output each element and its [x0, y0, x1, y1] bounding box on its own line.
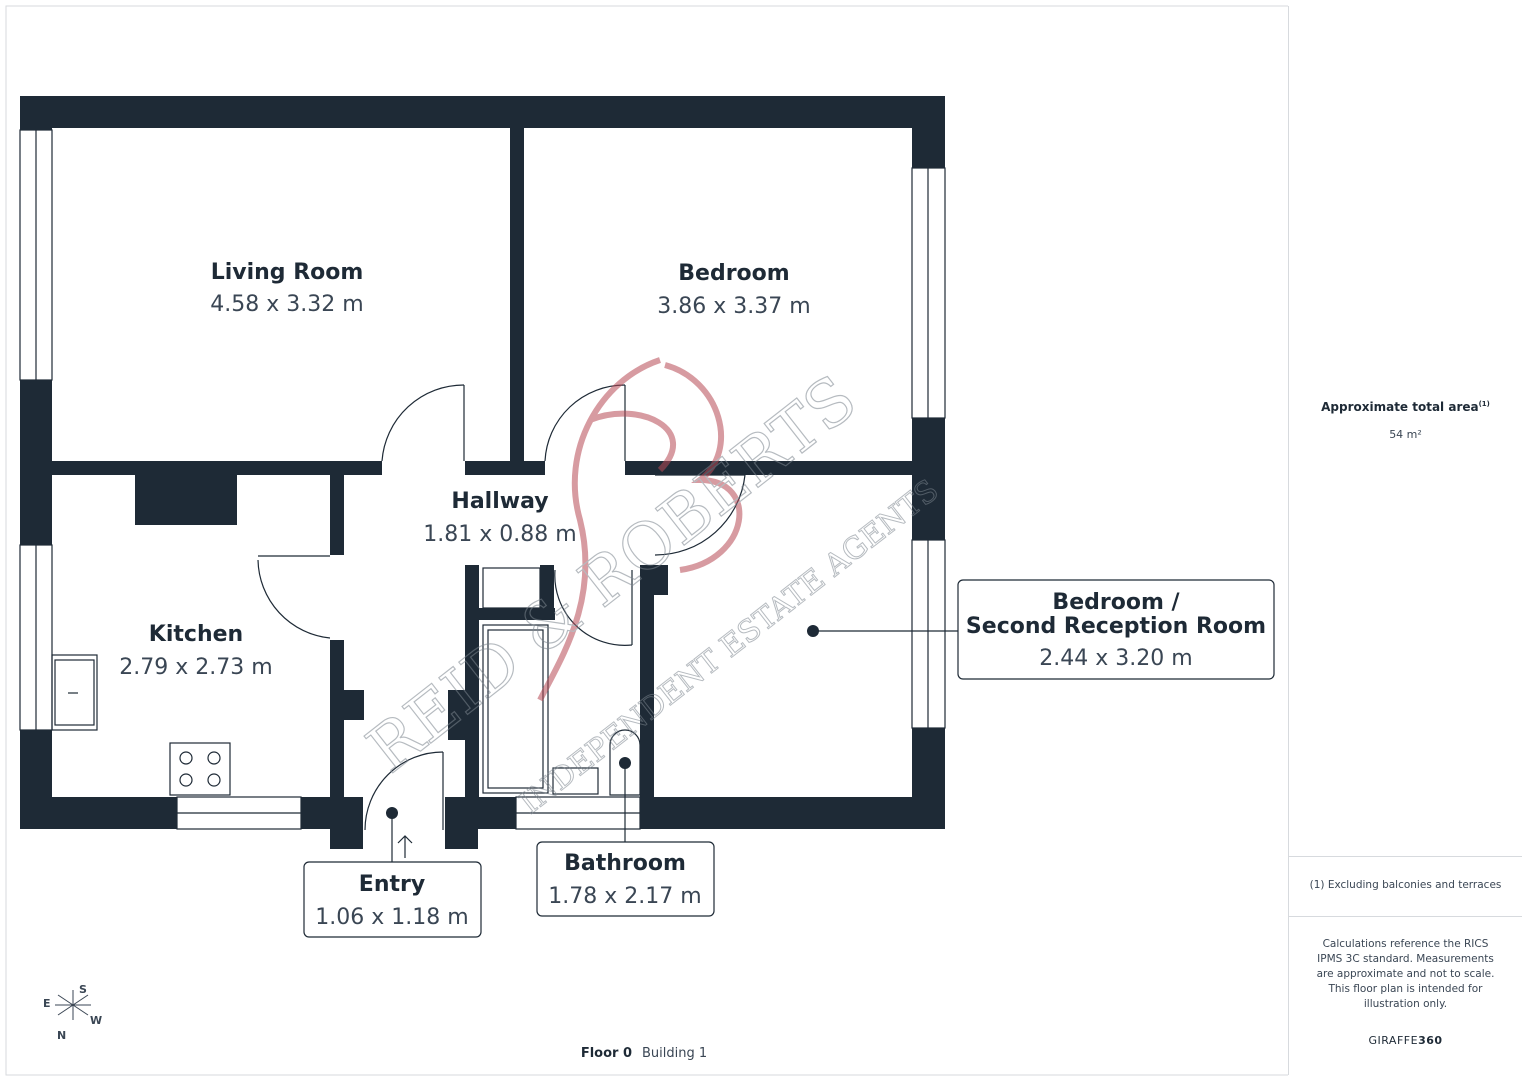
divider: [1289, 916, 1522, 917]
disclaimer: Calculations reference the RICS IPMS 3C …: [1316, 938, 1495, 1010]
area-value: 54 m²: [1389, 428, 1422, 441]
bedroom-dim: 3.86 x 3.37 m: [657, 294, 810, 319]
bedroom2-callout: [807, 579, 1275, 680]
brand-part-b: 360: [1418, 1034, 1443, 1047]
compass-icon: [55, 990, 91, 1020]
kitchen-dim: 2.79 x 2.73 m: [119, 655, 272, 680]
brand-part-a: GIRAFFE: [1368, 1034, 1419, 1047]
bathroom-callout: [536, 757, 715, 917]
hallway-dim: 1.81 x 0.88 m: [423, 522, 576, 547]
entry-dim: 1.06 x 1.18 m: [315, 905, 468, 930]
entry-name: Entry: [359, 872, 425, 897]
divider: [1289, 856, 1522, 857]
kitchen-name: Kitchen: [149, 622, 243, 647]
building-label: Building 1: [642, 1046, 708, 1061]
bedroom2-name-line2: Second Reception Room: [966, 614, 1266, 639]
compass-e: E: [43, 997, 51, 1010]
footer: Floor 0 Building 1: [0, 1046, 1288, 1061]
floor-plan: REID & ROBERTS INDEPENDENT ESTATE AGENTS…: [5, 5, 1288, 1076]
bathroom-name: Bathroom: [564, 851, 686, 876]
watermark-monogram-icon: [537, 357, 743, 702]
doors: [257, 384, 746, 831]
bedroom-name: Bedroom: [678, 261, 789, 286]
brand-logo: GIRAFFE360: [1289, 1034, 1522, 1047]
living-room-name: Living Room: [211, 260, 364, 285]
footnote: (1) Excluding balconies and terraces: [1309, 879, 1502, 891]
bedroom2-name-line1: Bedroom /: [1052, 590, 1180, 615]
bedroom2-dim: 2.44 x 3.20 m: [1039, 646, 1192, 671]
compass-w: W: [90, 1014, 102, 1027]
area-footnote-mark: (1): [1478, 400, 1490, 408]
compass-s: S: [79, 983, 87, 996]
living-room-dim: 4.58 x 3.32 m: [210, 292, 363, 317]
bathroom-dim: 1.78 x 2.17 m: [548, 884, 701, 909]
info-panel: Approximate total area(1) 54 m² (1) Excl…: [1288, 6, 1522, 1075]
area-title-text: Approximate total area: [1321, 400, 1479, 414]
entry-callout: [303, 807, 482, 938]
windows: [19, 129, 946, 830]
compass-n: N: [57, 1029, 66, 1042]
floor-label: Floor 0: [580, 1046, 633, 1061]
fixtures: [51, 567, 641, 796]
hallway-name: Hallway: [451, 489, 548, 514]
area-title: Approximate total area(1): [1289, 400, 1522, 414]
